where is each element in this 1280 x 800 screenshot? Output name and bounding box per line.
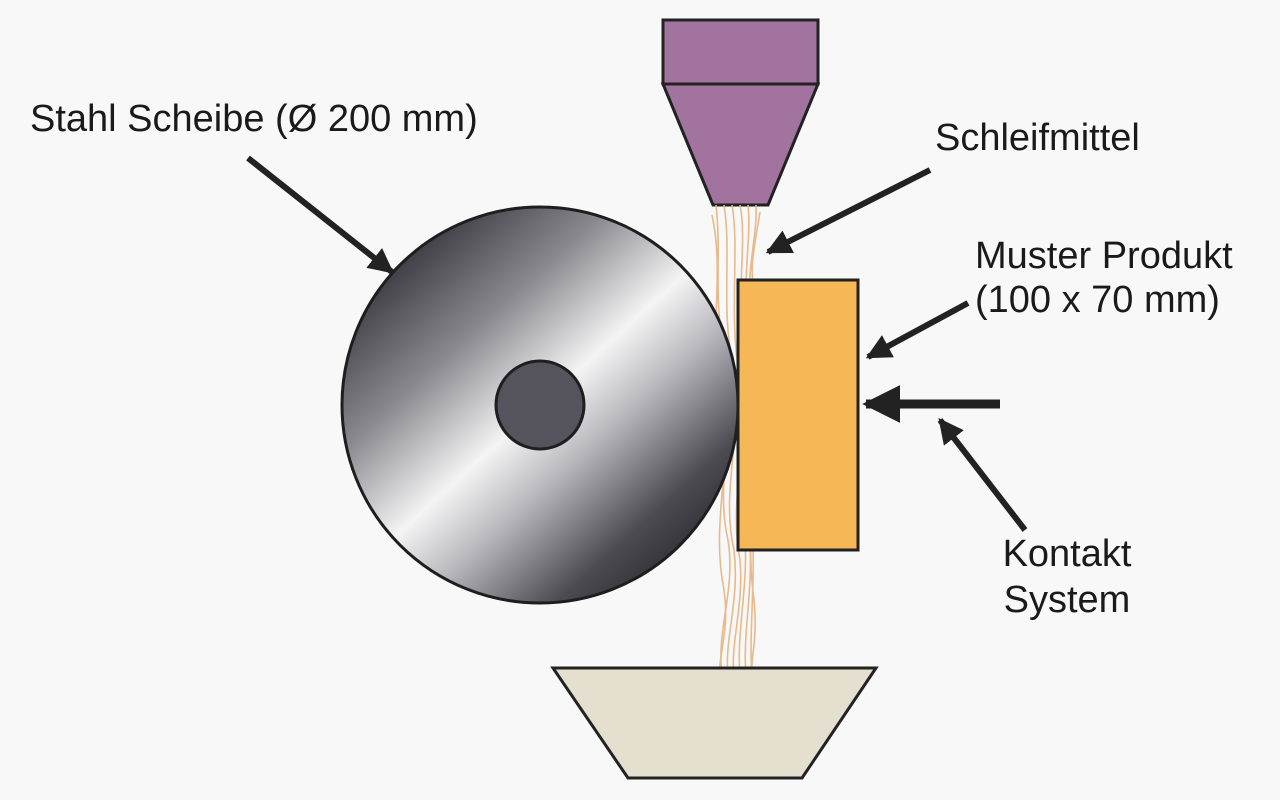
disc-hub bbox=[494, 359, 586, 451]
contact-label-line1: Kontakt bbox=[1003, 533, 1132, 575]
steel-disc bbox=[340, 205, 740, 605]
sample-label-line2: (100 x 70 mm) bbox=[975, 279, 1220, 321]
disc-label: Stahl Scheibe (Ø 200 mm) bbox=[30, 98, 478, 140]
abrasive-hopper bbox=[660, 18, 821, 207]
contact-label-line2: System bbox=[1004, 579, 1131, 621]
pointer-arrows bbox=[246, 155, 1028, 532]
sample-label-line1: Muster Produkt bbox=[975, 235, 1233, 277]
abrasive-label: Schleifmittel bbox=[935, 117, 1140, 159]
collection-tray bbox=[550, 666, 879, 780]
contact-system-pointer-arrow bbox=[937, 418, 1028, 532]
sample-pointer-arrow bbox=[865, 300, 970, 360]
disc-pointer-arrow bbox=[246, 155, 394, 275]
sample-product bbox=[736, 278, 860, 552]
abrasive-pointer-arrow bbox=[765, 167, 932, 255]
